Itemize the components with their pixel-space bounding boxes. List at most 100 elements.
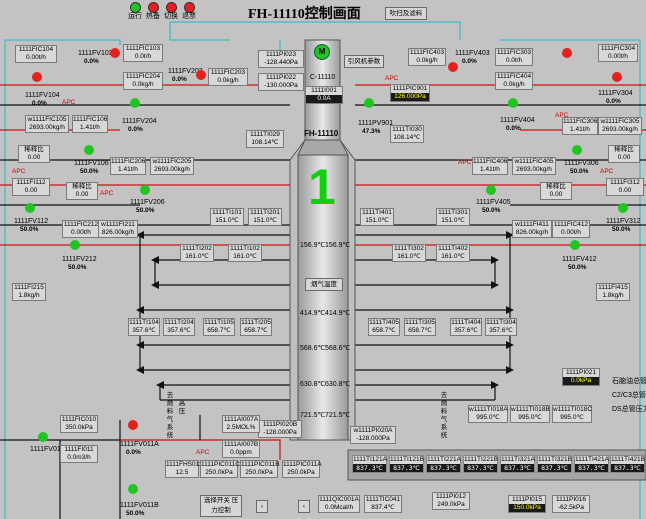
dilute1-right-box[interactable]: 稀释比 0.00 (608, 145, 640, 163)
outlet-temp-4[interactable]: 1111TI321A 837.3℃ (500, 455, 535, 473)
fic304-box[interactable]: 1111FIC304 0.00t/h (598, 44, 638, 62)
dilute2-left-box[interactable]: 稀释比 0.00 (66, 182, 98, 200)
fv203-valve-icon[interactable] (196, 70, 206, 80)
qic001a-box[interactable]: 1111QIC001A 0.0Mcal/h (318, 495, 360, 513)
fic203-box[interactable]: 1111FIC203 0.0kg/h (208, 68, 248, 86)
ti304-box[interactable]: 1111TI304 357.6℃ (485, 318, 517, 336)
pi016-box[interactable]: 1111PI016 -62.5kPa (552, 495, 590, 513)
fi211-box[interactable]: w1111FI211 826.00kg/h (98, 220, 138, 238)
pi023-box[interactable]: 1111PI023 -128.440Pa (258, 50, 304, 68)
fic412-box[interactable]: 1111FIC412 0.00t/h (552, 220, 590, 238)
fi411-box[interactable]: w1111FI411 826.00kg/h (512, 220, 552, 238)
fic106-box[interactable]: 1111FIC106 1.41t/h (72, 115, 108, 133)
outlet-temp-1[interactable]: 1111TI121B 837.3℃ (389, 455, 424, 473)
ti404-box[interactable]: 1111TI404 357.6℃ (450, 318, 482, 336)
motor-icon[interactable]: M (314, 44, 330, 60)
fv103-valve-icon[interactable] (110, 48, 120, 58)
ti402-box[interactable]: 1111TI402 161.0℃ (436, 244, 470, 262)
fic305-box[interactable]: w1111FIC305 2693.00kg/h (598, 117, 642, 135)
fic303-box[interactable]: 1111FIC303 0.0t/h (495, 48, 533, 66)
fi112-box[interactable]: 1111FI112 0.00 (12, 178, 50, 196)
ti201-box[interactable]: 1111TI201 151.0℃ (248, 208, 282, 226)
pic011c-box[interactable]: 1111PIC011C 250.0kPa (200, 460, 240, 478)
fv405-valve-icon[interactable] (486, 185, 496, 195)
fic212-box[interactable]: 1111FIC212 0.00t/h (62, 220, 100, 238)
fic103-box[interactable]: 1111FIC103 0.0t/h (123, 44, 163, 62)
fi011-box[interactable]: 1111FI011 0.0m3/h (60, 445, 98, 463)
fv404-valve-icon[interactable] (508, 98, 518, 108)
fi415-box[interactable]: 1111FI415 1.8kg/h (596, 283, 630, 301)
fv104-valve-icon[interactable] (32, 72, 42, 82)
ti301-box[interactable]: 1111TI301 151.0℃ (436, 208, 470, 226)
fic105-box[interactable]: w1111FIC105 2693.00kg/h (25, 115, 69, 133)
ti018b-box[interactable]: w1111TI018B 995.0℃ (510, 405, 550, 423)
pic901-box[interactable]: 1111PIC901 126.000Pa (390, 84, 430, 102)
fv403-valve-icon[interactable] (448, 62, 458, 72)
fv304-valve-icon[interactable] (612, 72, 622, 82)
pic011a-box[interactable]: 1111PIC011A 250.0kPa (282, 460, 322, 478)
pic011b-box[interactable]: 1111PIC011B 250.0kPa (240, 460, 280, 478)
fv112-valve-icon[interactable] (25, 203, 35, 213)
fi215-box[interactable]: 1111FI215 1.8kg/h (12, 283, 46, 301)
fi312-box[interactable]: 1111FI312 0.00 (606, 178, 644, 196)
ti204-box[interactable]: 1111TI204 357.6℃ (163, 318, 195, 336)
fic206-box[interactable]: 1111FIC206 1.41t/h (110, 157, 146, 175)
ti302-box[interactable]: 1111TI302 161.0℃ (392, 244, 426, 262)
outlet-temp-6[interactable]: 1111TI421A 837.3℃ (574, 455, 609, 473)
pi021-box[interactable]: 1111PI021 0.0kPa (562, 368, 600, 386)
fic403-box[interactable]: 1111FIC403 0.0kg/h (408, 48, 446, 66)
fv204-valve-icon[interactable] (130, 98, 140, 108)
nav-back-button[interactable]: ‹ (298, 500, 310, 513)
dilute1-left-box[interactable]: 稀释比 0.00 (18, 145, 50, 163)
ti030-box[interactable]: 1111TI030 108.14℃ (390, 125, 424, 143)
fan-box[interactable]: 1111I001 0.0A (305, 86, 343, 104)
pi012-box[interactable]: 1111PI012 249.0kPa (432, 492, 470, 510)
select-pressure-button[interactable]: 选择开关 压力控制 (200, 495, 242, 517)
ti405-box[interactable]: 1111TI405 658.7℃ (368, 318, 400, 336)
fv212-valve-icon[interactable] (70, 240, 80, 250)
flue-gas-temp-button[interactable]: 烟气温度 (305, 278, 343, 291)
outlet-temp-0[interactable]: 1111TI121A 837.3℃ (352, 455, 387, 473)
pi015-box[interactable]: 1111PI015 150.0kPa (508, 495, 546, 513)
ti202-box[interactable]: 1111TI202 161.0℃ (180, 244, 214, 262)
ti029-box[interactable]: 1111TI029 108.14℃ (246, 130, 284, 148)
fv412-valve-icon[interactable] (570, 240, 580, 250)
ti305-box[interactable]: 1111TI305 658.7℃ (404, 318, 436, 336)
outlet-temp-2[interactable]: 1111TI221A 837.3℃ (426, 455, 461, 473)
ti018a-box[interactable]: w1111TI018A 995.0℃ (468, 405, 508, 423)
ti104-box[interactable]: 1111TI104 357.6℃ (128, 318, 160, 336)
fic404-box[interactable]: 1111FIC404 0.0kg/h (495, 72, 533, 90)
fic104-box[interactable]: 1111FIC104 0.00t/h (15, 45, 57, 63)
fic010-box[interactable]: 1111FIC010 350.0kPa (60, 415, 98, 433)
nav-forward-button[interactable]: › (256, 500, 268, 513)
fv010c-valve-icon[interactable] (38, 432, 48, 442)
ti101-box[interactable]: 1111TI101 151.0℃ (210, 208, 244, 226)
pi022-box[interactable]: 1111PI022 -130.000Pa (258, 73, 304, 91)
ti105-box[interactable]: 1111TI105 658.7℃ (203, 318, 235, 336)
fv306-valve-icon[interactable] (572, 145, 582, 155)
outlet-temp-7[interactable]: 1111TI421B 837.3℃ (610, 455, 645, 473)
fic406-box[interactable]: 1111FIC406 1.41t/h (472, 157, 508, 175)
furnace-pressure[interactable]: 1111PI020B -128.000Pa (258, 420, 302, 438)
ti018c-box[interactable]: w1111TI018C 995.0℃ (552, 405, 592, 423)
fv303-valve-icon[interactable] (562, 48, 572, 58)
fhs011-box[interactable]: 1111FHS011 12.5 (165, 460, 202, 478)
fic306-box[interactable]: 1111FIC306 1.41t/h (562, 117, 598, 135)
ti102-box[interactable]: 1111TI102 161.0℃ (228, 244, 262, 262)
ti205-box[interactable]: 1111TI205 658.7℃ (240, 318, 272, 336)
fv011a-valve-icon[interactable] (128, 420, 138, 430)
fic204-box[interactable]: 1111FIC204 0.0kg/h (123, 72, 163, 90)
outlet-temp-3[interactable]: 1111TI221B 837.3℃ (463, 455, 498, 473)
tic041-box[interactable]: 1111TIC041 837.4℃ (364, 495, 402, 513)
purge-link-button[interactable]: 吹扫及滤料 (385, 7, 427, 20)
dilute2-right-box[interactable]: 稀释比 0.00 (540, 182, 572, 200)
fv106-valve-icon[interactable] (84, 145, 94, 155)
fv312-valve-icon[interactable] (618, 203, 628, 213)
pi020a-box[interactable]: w1111PI020A -128.000Pa (350, 426, 396, 444)
outlet-temp-5[interactable]: 1111TI321B 837.3℃ (537, 455, 572, 473)
fv011b-valve-icon[interactable] (128, 484, 138, 494)
ai007a-box[interactable]: 1111AI007A 2.5MOL% (222, 415, 260, 433)
fic405-box[interactable]: w1111FIC405 2693.00kg/h (512, 157, 556, 175)
fan-param-button[interactable]: 引风机参数 (344, 55, 384, 68)
ti401-box[interactable]: 1111TI401 151.0℃ (360, 208, 394, 226)
